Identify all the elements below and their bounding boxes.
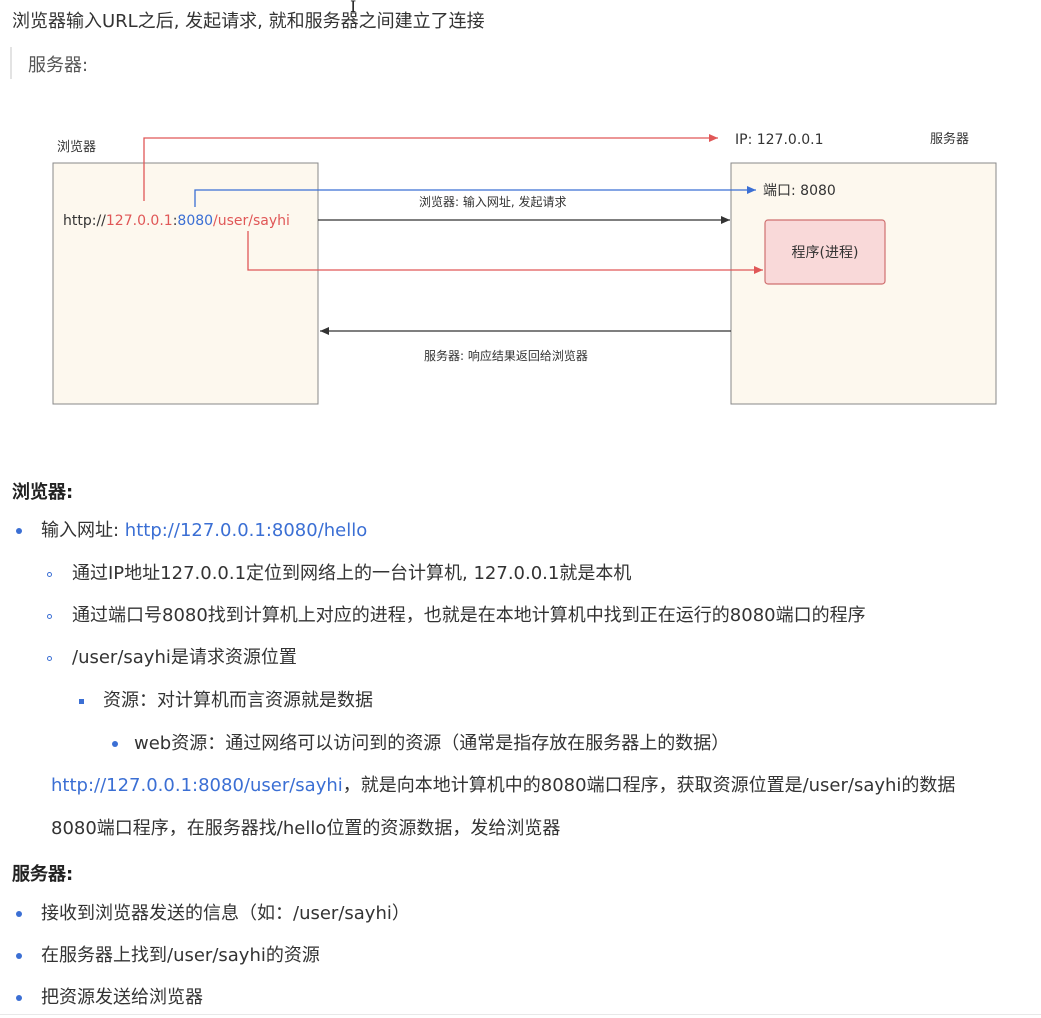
server-item-receive: 接收到浏览器发送的信息（如：/user/sayhi） [41,903,410,924]
paragraph-sayhi: http://127.0.0.1:8080/user/sayhi，就是向本地计算… [51,774,955,798]
bullet-circle [47,572,52,577]
bullet-disc [16,953,22,959]
bullet-disc [16,528,22,534]
browser-heading: 浏览器: [12,482,74,503]
program-label: 程序(进程) [792,245,859,261]
url-prefix: http:// [63,213,106,229]
port-label: 端口: 8080 [763,183,836,199]
bullet-circle [47,614,52,619]
ip-arrow [143,134,718,201]
sub-item-port: 通过端口号8080找到计算机上对应的进程，也就是在本地计算机中找到正在运行的80… [72,605,866,626]
url-text: http://127.0.0.1:8080/user/sayhi [63,213,290,229]
text-cursor-icon: I [350,0,357,16]
paragraph-sayhi-text: ，就是向本地计算机中的8080端口程序，获取资源位置是/user/sayhi的数… [342,775,956,796]
response-label: 服务器: 响应结果返回给浏览器 [424,348,588,363]
blockquote-text: 服务器: [28,55,89,76]
bullet-circle [47,656,52,661]
sayhi-url-link[interactable]: http://127.0.0.1:8080/user/sayhi [51,775,343,796]
port-arrow [194,186,756,207]
paragraph-8080: 8080端口程序，在服务器找/hello位置的资源数据，发给浏览器 [51,818,561,839]
browser-box [52,162,319,405]
hello-url-link[interactable]: http://127.0.0.1:8080/hello [124,520,368,541]
list-item-url: 输入网址: http://127.0.0.1:8080/hello [41,519,367,543]
url-path: /user/sayhi [213,213,290,229]
sub-item-path: /user/sayhi是请求资源位置 [72,647,297,668]
server-heading: 服务器: [12,864,74,885]
intro-text: 浏览器输入URL之后, 发起请求, 就和服务器之间建立了连接 [12,11,485,32]
sub-item-ip: 通过IP地址127.0.0.1定位到网络上的一台计算机, 127.0.0.1就是… [72,563,632,584]
url-port: 8080 [177,213,213,229]
url-colon: : [173,213,178,229]
sub-sub-item-resource: 资源：对计算机而言资源就是数据 [103,690,373,711]
ip-label: IP: 127.0.0.1 [735,132,824,148]
blockquote-bar [10,47,12,79]
server-item-send: 把资源发送给浏览器 [41,987,203,1008]
program-box [764,219,886,285]
url-ip: 127.0.0.1 [106,213,173,229]
bullet-square [79,699,84,704]
bullet-disc [16,911,22,917]
sub-sub-sub-item-web-resource: web资源：通过网络可以访问到的资源（通常是指存放在服务器上的数据） [134,733,730,754]
list-item-url-label: 输入网址: [41,520,125,541]
browser-label: 浏览器 [57,139,96,155]
request-label: 浏览器: 输入网址, 发起请求 [419,194,567,209]
bullet-disc [16,995,22,1001]
bullet-disc [112,741,118,747]
server-item-find: 在服务器上找到/user/sayhi的资源 [41,945,320,966]
server-label: 服务器 [930,131,969,147]
path-arrow [247,231,763,274]
client-server-diagram: 浏览器 服务器 IP: 127.0.0.1 端口: 8080 程序(进程) 浏览… [52,131,997,405]
bottom-divider [0,1014,1041,1015]
